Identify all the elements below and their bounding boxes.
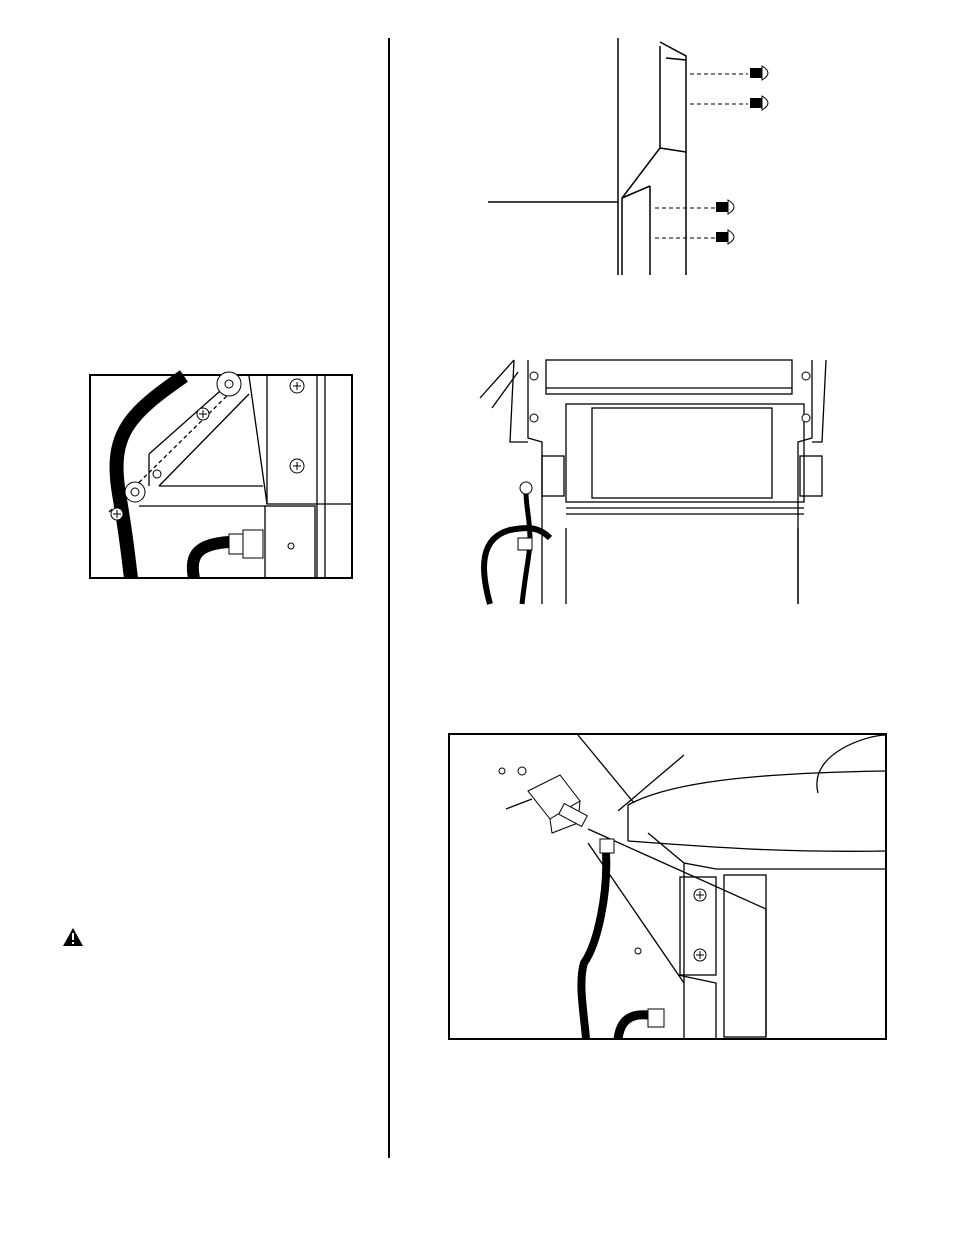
cart-front-hose-figure xyxy=(470,358,870,604)
burner-valve-connection-figure xyxy=(448,733,888,1041)
column-divider xyxy=(388,38,390,1158)
side-panel-screws-figure xyxy=(480,38,800,278)
warning-icon xyxy=(62,927,84,947)
screw-icon xyxy=(716,66,768,244)
hose-bracket-detail-figure xyxy=(89,374,354,580)
